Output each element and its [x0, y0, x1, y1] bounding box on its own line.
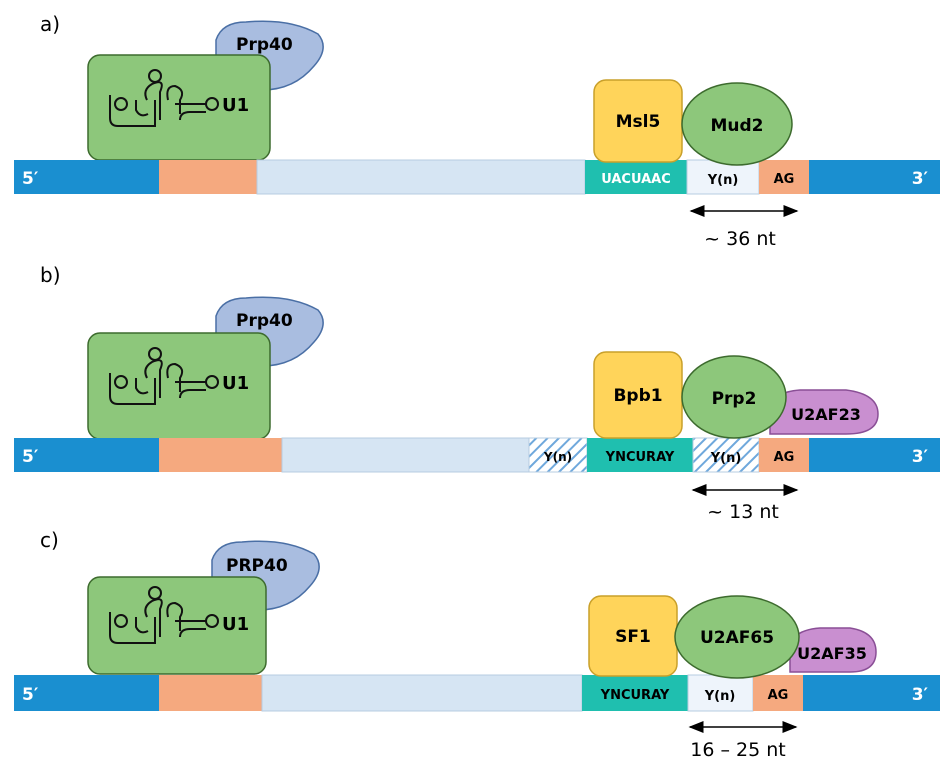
panel-label: a)	[40, 12, 60, 36]
three-prime-label: 3′	[912, 685, 929, 705]
py-protein-label: Prp2	[712, 389, 757, 409]
polyY-label: Y(n)	[707, 173, 739, 188]
u1-label: U1	[222, 373, 249, 394]
u1-rna-structure-icon	[109, 586, 219, 644]
distance-label: ~ 36 nt	[704, 228, 776, 250]
polypyrimidine-tract	[686, 159, 760, 195]
polypyrimidine-tract	[687, 674, 754, 712]
exon-5prime	[14, 675, 159, 711]
ag-site	[759, 160, 809, 194]
exon-3prime	[809, 160, 940, 194]
branch-point-sequence: YNCURAY	[600, 688, 670, 703]
polyY-label: Y(n)	[704, 689, 736, 704]
five-prime-label: 5′	[22, 169, 39, 189]
ag-label: AG	[774, 172, 795, 187]
distance-label: 16 – 25 nt	[690, 739, 785, 761]
bp-protein-label: Bpb1	[613, 386, 662, 406]
five-prime-label: 5′	[22, 447, 39, 467]
third-protein-label: U2AF23	[791, 405, 861, 424]
bp-protein-label: Msl5	[616, 112, 661, 132]
polypyrimidine-tract	[692, 437, 760, 473]
exon-3prime	[809, 438, 940, 472]
panel-c: c) PRP40 U1 5′ YNCURAY Y(n) AG 3′ U2	[14, 528, 940, 761]
u1-label: U1	[222, 614, 249, 635]
distance-label: ~ 13 nt	[707, 501, 779, 523]
branch-point	[585, 160, 687, 194]
polyY-label: Y(n)	[710, 451, 742, 466]
five-prime-label: 5′	[22, 685, 39, 705]
ag-site	[753, 675, 803, 711]
u2af65-protein	[674, 595, 800, 679]
prp40-label: Prp40	[236, 35, 293, 55]
third-protein-label: U2AF35	[797, 644, 867, 663]
branch-point-sequence: UACUAAC	[601, 172, 671, 187]
bp-protein-label: SF1	[615, 627, 651, 647]
upstream-polypyrimidine-tract	[528, 437, 588, 473]
u1-rna-structure-icon	[109, 69, 219, 127]
ag-label: AG	[768, 688, 789, 703]
py-protein-label: Mud2	[710, 116, 763, 136]
u1-label: U1	[222, 95, 249, 116]
panel-label: c)	[40, 528, 59, 552]
panel-a: a) Prp40 U1 5′ UACUAAC Y(n) AG 3′	[14, 12, 940, 250]
exon-3prime	[803, 675, 940, 711]
five-prime-splice-site	[159, 160, 257, 194]
three-prime-label: 3′	[912, 447, 929, 467]
exon-5prime	[14, 438, 159, 472]
intron	[256, 159, 586, 195]
upstream-polyY-label: Y(n)	[543, 450, 572, 464]
ag-label: AG	[774, 450, 795, 465]
branch-point	[587, 438, 693, 472]
prp40-label: PRP40	[226, 556, 288, 576]
branch-point	[582, 675, 688, 711]
panel-label: b)	[40, 263, 61, 287]
py-protein-label: U2AF65	[700, 628, 774, 648]
intron	[261, 674, 583, 712]
prp40-label: Prp40	[236, 311, 293, 331]
u1-rna-structure-icon	[109, 347, 219, 405]
u1-snrnp	[87, 576, 267, 675]
exon-5prime	[14, 160, 159, 194]
three-prime-label: 3′	[912, 169, 929, 189]
five-prime-splice-site	[159, 438, 282, 472]
intron	[281, 437, 530, 473]
five-prime-splice-site	[159, 675, 262, 711]
prp2-protein	[681, 355, 787, 439]
mud2-protein	[681, 82, 793, 166]
ag-site	[759, 438, 809, 472]
panel-b: b) Prp40 U1 5′ Y(n) YNCURAY Y(n) AG 3′	[14, 263, 940, 523]
branch-point-sequence: YNCURAY	[605, 450, 675, 465]
